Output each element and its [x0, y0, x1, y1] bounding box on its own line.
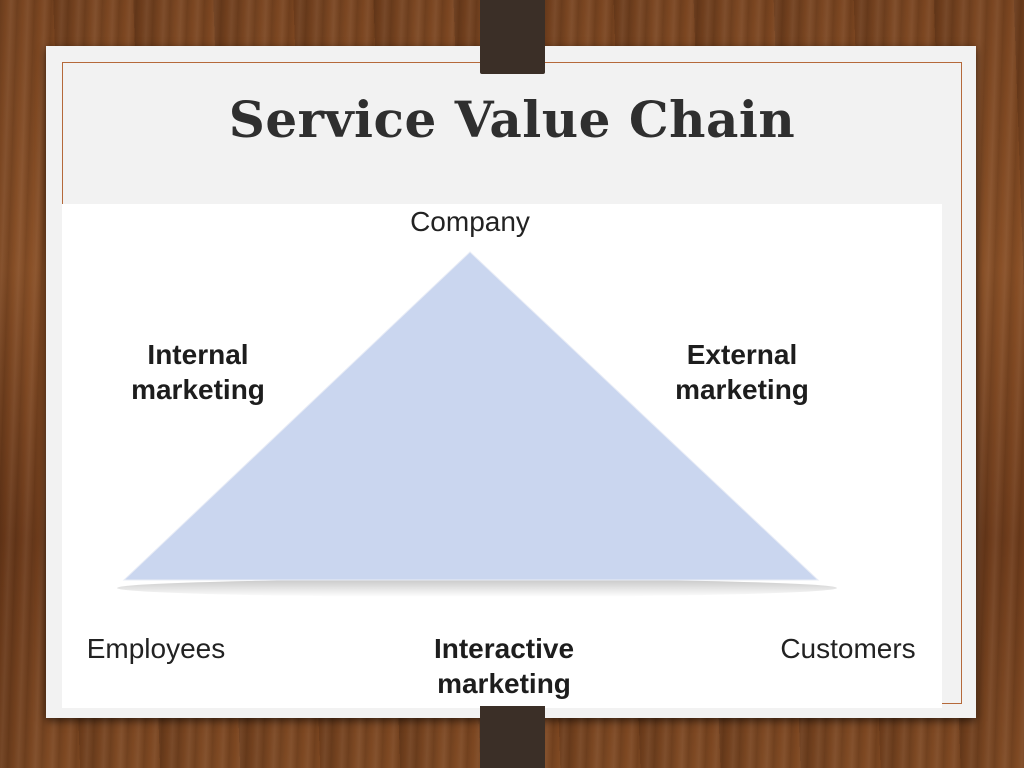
- interactive-marketing-line-2: marketing: [437, 668, 571, 699]
- internal-marketing-label: Internal marketing: [108, 337, 288, 407]
- internal-marketing-line-2: marketing: [131, 374, 265, 405]
- external-marketing-line-2: marketing: [675, 374, 809, 405]
- binder-strap-top: [480, 0, 545, 74]
- employees-label: Employees: [86, 633, 226, 664]
- interactive-marketing-line-1: Interactive: [433, 633, 575, 664]
- customers-label: Customers: [780, 633, 916, 664]
- triangle-graphic: [117, 251, 837, 597]
- company-label: Company: [410, 206, 530, 237]
- slide-title: Service Value Chain: [228, 90, 796, 149]
- external-marketing-line-1: External: [686, 339, 798, 370]
- interactive-marketing-label: Interactive marketing: [404, 631, 604, 701]
- triangle-shadow: [117, 579, 837, 597]
- triangle-shape: [122, 251, 820, 581]
- service-value-chain-diagram: Company Internal marketing External mark…: [62, 204, 942, 708]
- binder-strap-bottom: [480, 706, 545, 768]
- external-marketing-label: External marketing: [652, 337, 832, 407]
- internal-marketing-line-1: Internal: [147, 339, 249, 370]
